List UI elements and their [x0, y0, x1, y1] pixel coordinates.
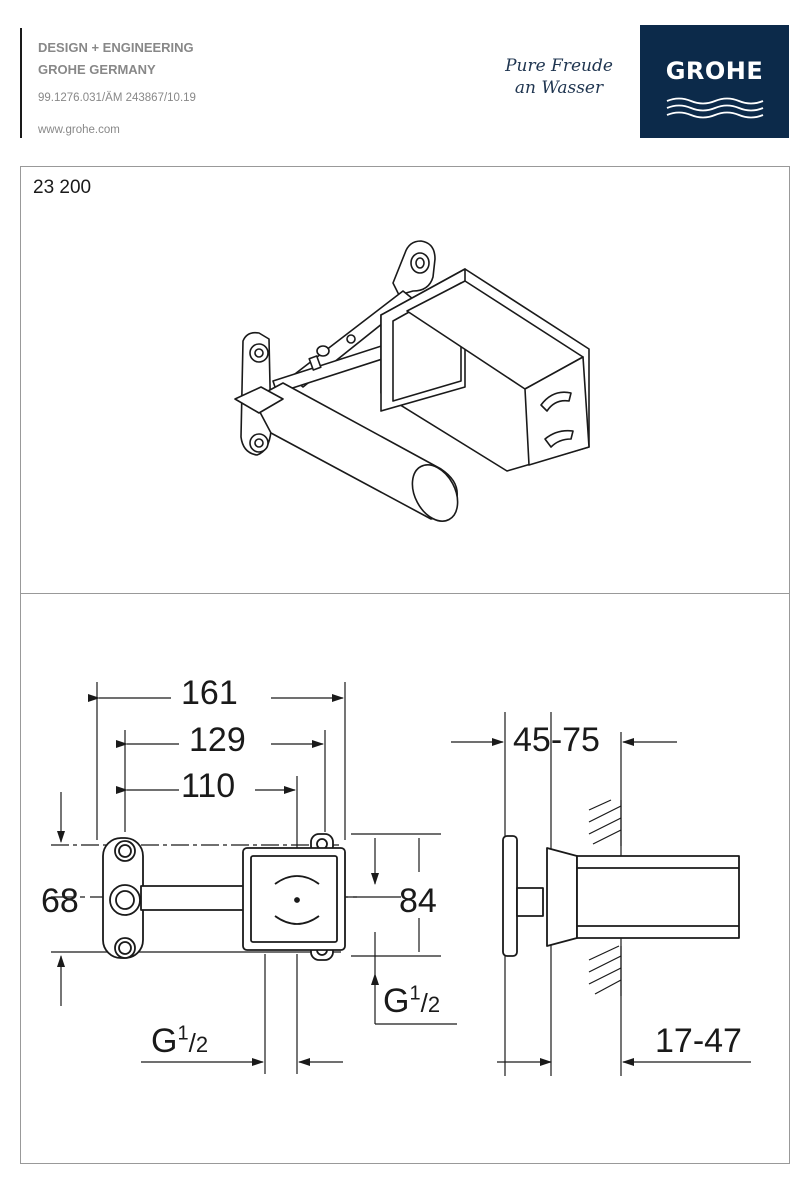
logo-wordmark: GROHE [665, 57, 764, 85]
dimension-drawing [51, 682, 751, 1076]
logo-waves-icon [666, 97, 764, 119]
dim-84-label: 84 [399, 882, 437, 920]
dim-129-label: 129 [189, 721, 246, 759]
brand-slogan: Pure Freude an Wasser [498, 55, 620, 99]
thread-num-right: 1 [409, 982, 421, 1005]
product-isometric-drawing [234, 240, 590, 522]
thread-g-bottom: G [151, 1022, 178, 1060]
header-design-engineering: DESIGN + ENGINEERING [38, 40, 194, 55]
thread-num-bottom: 1 [177, 1022, 189, 1045]
dimension-drawing-panel: 161 129 110 68 84 45-75 17-47 G1/2 G1/2 [20, 593, 790, 1164]
grohe-logo: GROHE [640, 25, 789, 138]
dim-45-75-label: 45-75 [513, 721, 600, 759]
dim-110-label: 110 [181, 767, 236, 805]
thread-den-right: 2 [427, 992, 441, 1017]
thread-den-bottom: 2 [195, 1032, 209, 1057]
header-doc-number: 99.1276.031/ÄM 243867/10.19 [38, 92, 196, 104]
thread-g-right: G [383, 982, 410, 1020]
header-divider-bar [20, 28, 22, 138]
slogan-line-2: an Wasser [514, 78, 604, 98]
dim-161-label: 161 [181, 674, 238, 712]
thread-g-right-label: G1/2 [383, 982, 441, 1020]
product-code: 23 200 [33, 177, 92, 198]
slogan-line-1: Pure Freude [505, 56, 613, 76]
header-grohe-germany: GROHE GERMANY [38, 62, 156, 77]
product-illustration-panel: 23 200 [20, 166, 790, 594]
dim-68-label: 68 [41, 882, 79, 920]
thread-g-bottom-label: G1/2 [151, 1022, 209, 1060]
dim-17-47-label: 17-47 [655, 1022, 742, 1060]
header-website: www.grohe.com [38, 124, 120, 136]
